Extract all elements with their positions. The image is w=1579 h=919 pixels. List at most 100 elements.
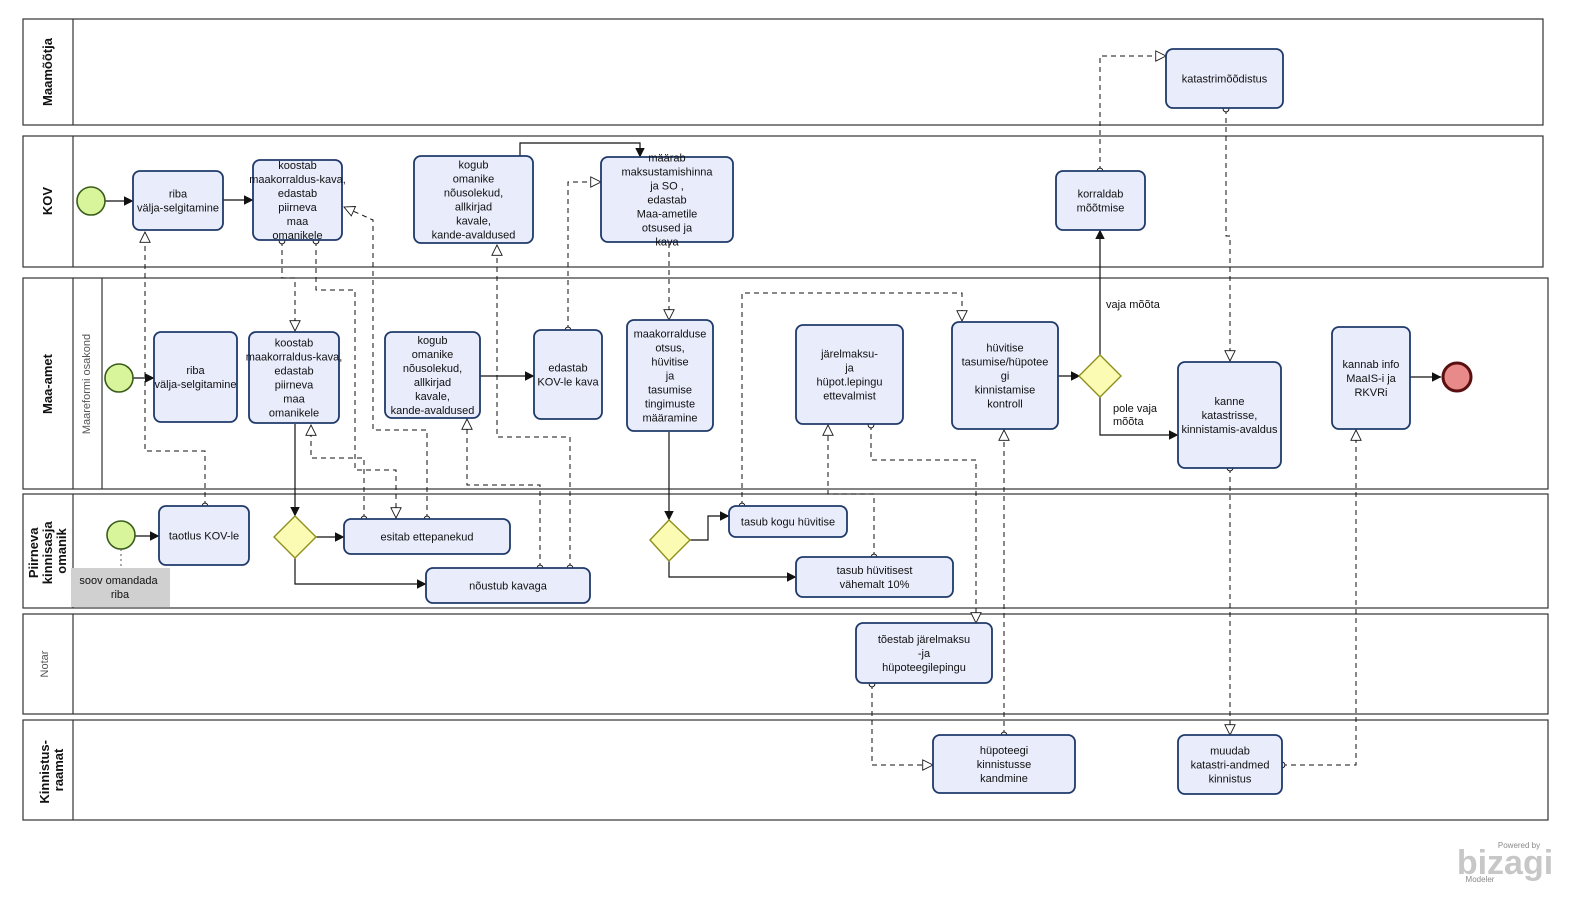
task-box[interactable] <box>153 331 238 423</box>
task-t-pk-taotlus[interactable]: taotlus KOV-le <box>158 505 250 566</box>
msg-esitab-makoostab <box>311 425 364 519</box>
msg-noustub-makogub <box>467 419 540 568</box>
task-box[interactable] <box>795 324 904 425</box>
flow-pk-gw-tasubkogu <box>690 511 730 541</box>
lane-notar: Notar <box>22 613 1549 715</box>
label-pole-vaja-moota: pole vaja mõõta <box>1113 403 1160 428</box>
branding-powered: Powered by <box>1498 841 1540 850</box>
task-t-pk-noustub[interactable]: nõustub kavaga <box>425 567 591 604</box>
branding-product: Modeler <box>1466 875 1495 884</box>
task-box[interactable] <box>425 567 591 604</box>
task-box[interactable] <box>1177 734 1283 795</box>
task-box[interactable] <box>384 331 481 419</box>
label-vaja-moota: vaja mõõta <box>1106 299 1161 311</box>
msg-muudab-kannab <box>1282 430 1356 765</box>
msg-toestab-hupoteegi <box>872 684 933 765</box>
task-box[interactable] <box>626 319 714 432</box>
lane-label-kinnistusraamat: Kinnistus- raamat <box>37 736 66 803</box>
task-box[interactable] <box>728 505 848 538</box>
task-box[interactable] <box>158 505 250 566</box>
lane-label-notar: Notar <box>39 650 51 677</box>
task-box[interactable] <box>1331 326 1411 430</box>
task-box[interactable] <box>343 518 511 555</box>
task-box[interactable] <box>1165 48 1284 109</box>
gateway-moodistus[interactable] <box>1078 354 1122 398</box>
end-event-maaamet[interactable] <box>1441 361 1473 393</box>
lane-kinnistusraamat: Kinnistus- raamat <box>22 719 1549 821</box>
lane-kov: KOV <box>22 135 1544 268</box>
task-t-katastrimoodistus[interactable]: katastrimõõdistus <box>1165 48 1284 109</box>
annotation-text: soov omandada riba <box>79 575 160 601</box>
task-label: esitab ettepanekud <box>381 532 474 544</box>
task-box[interactable] <box>248 331 340 424</box>
task-box[interactable] <box>533 329 603 420</box>
task-box[interactable] <box>252 159 343 241</box>
start-event-piirneva[interactable] <box>106 520 136 550</box>
msg-korraldab-katastri <box>1100 56 1166 171</box>
task-box[interactable] <box>951 321 1059 430</box>
task-box[interactable] <box>132 170 224 231</box>
msg-edastab-maarab <box>568 182 601 330</box>
task-label: katastrimõõdistus <box>1182 74 1268 86</box>
message-flows <box>145 56 1356 765</box>
msg-noustub-kovkogub <box>497 245 570 568</box>
lane-sublabel-maareform: Maareformi osakond <box>81 334 93 434</box>
task-box[interactable] <box>1055 170 1146 231</box>
task-t-pk-tasub-kogu[interactable]: tasub kogu hüvitise <box>728 505 848 538</box>
task-label: tasub kogu hüvitise <box>741 517 835 529</box>
bizagi-branding: Powered by bizagi Modeler <box>1457 841 1553 884</box>
task-box[interactable] <box>932 734 1076 794</box>
task-t-pk-esitab[interactable]: esitab ettepanekud <box>343 518 511 555</box>
flow-kov-kogub-maarab <box>519 142 645 158</box>
branding-logo: bizagi <box>1457 844 1553 882</box>
task-box[interactable] <box>600 156 734 243</box>
flow-pk-gw-tasub10 <box>668 561 797 582</box>
gateway-ettepanekud[interactable] <box>273 515 317 559</box>
start-event-maaamet[interactable] <box>104 363 134 393</box>
task-label: nõustub kavaga <box>469 581 548 593</box>
flow-pk-gw-noustub <box>294 558 427 589</box>
start-event-kov[interactable] <box>76 186 106 216</box>
flow-gw-pole <box>1099 397 1179 440</box>
task-box[interactable] <box>1177 361 1282 469</box>
msg-taotlus-kovriba <box>145 232 205 506</box>
gateway-tasumine[interactable] <box>649 519 692 563</box>
task-box[interactable] <box>795 556 954 598</box>
task-box[interactable] <box>855 622 993 684</box>
task-box[interactable] <box>413 155 534 244</box>
